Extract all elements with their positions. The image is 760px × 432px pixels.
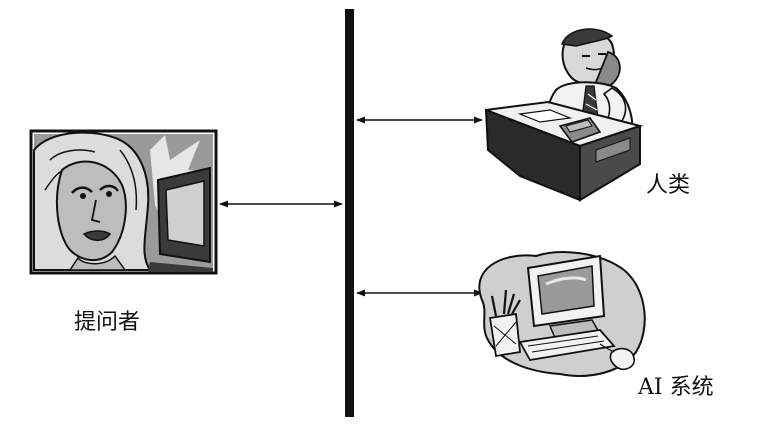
label-ai-system: AI 系统: [638, 375, 714, 400]
label-human: 人类: [646, 173, 691, 198]
label-questioner: 提问者: [74, 310, 141, 335]
human-man-at-desk-icon: [484, 28, 644, 202]
ai-system-computer-icon: [478, 251, 646, 377]
center-divider-bar: [345, 9, 354, 417]
questioner-woman-icon: [29, 129, 218, 275]
